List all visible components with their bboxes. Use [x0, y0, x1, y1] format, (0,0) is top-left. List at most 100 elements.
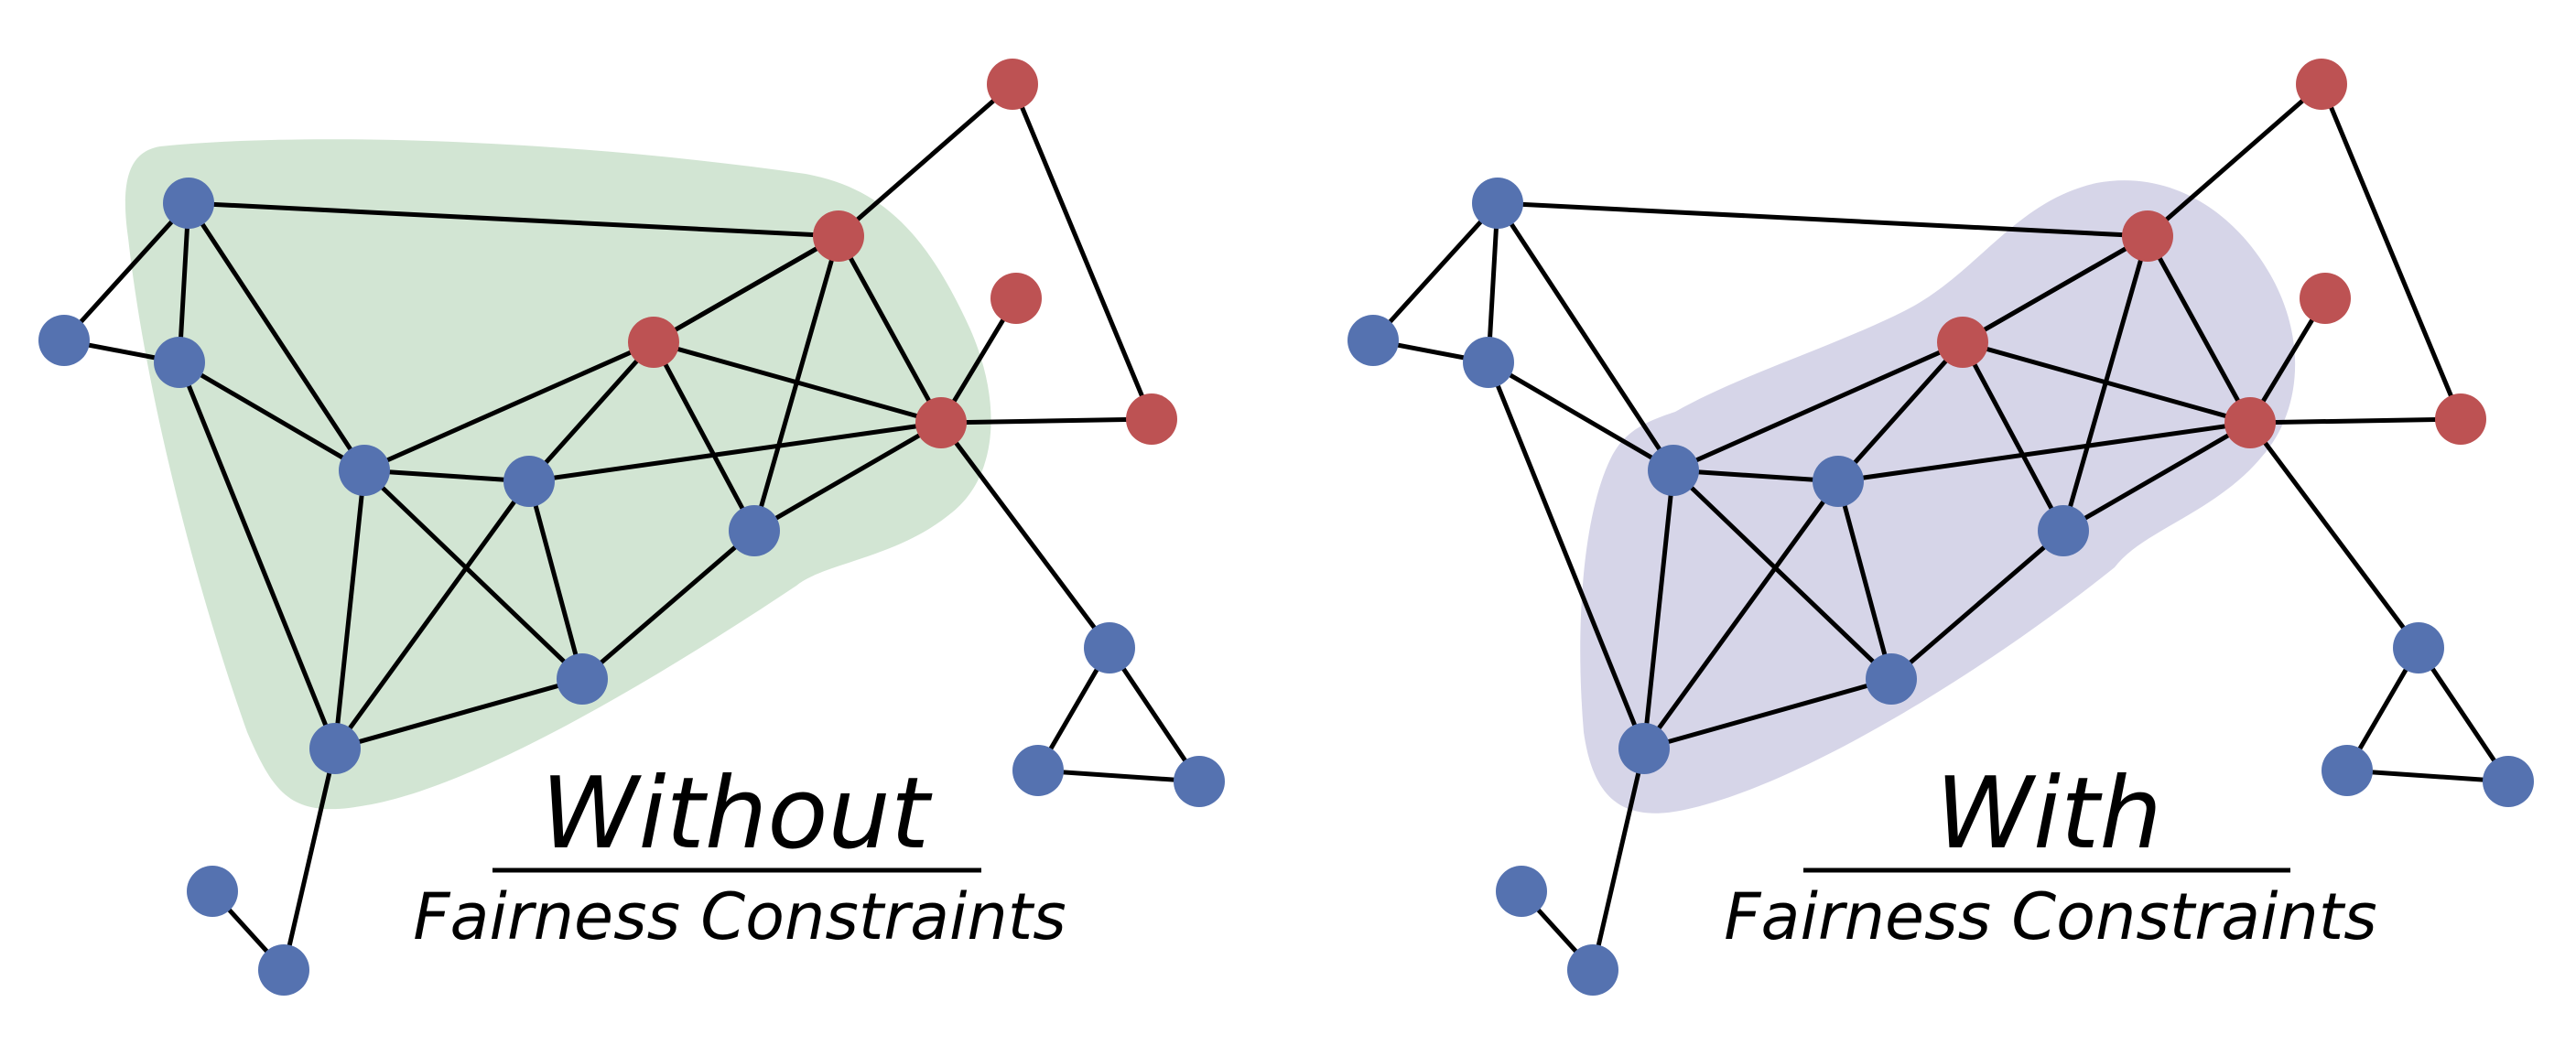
- cluster-region-without: [124, 139, 991, 810]
- graph-edge: [1370, 200, 1500, 343]
- graph-edge: [836, 233, 944, 426]
- graph-node-blue: [729, 505, 780, 556]
- graph-edges-with: [1370, 81, 2511, 973]
- graph-edge: [2416, 645, 2511, 784]
- graph-edge: [177, 200, 191, 365]
- caption-sub-without: Fairness Constraints: [413, 879, 1066, 954]
- graph-node-blue: [2393, 622, 2444, 673]
- graph-edge: [1835, 420, 2253, 484]
- graph-edge: [2344, 768, 2511, 784]
- graph-node-red: [2122, 210, 2173, 262]
- graph-node-blue: [1866, 653, 1917, 705]
- graph-node-blue: [1618, 723, 1670, 774]
- graph-edge: [2145, 81, 2324, 239]
- graph-node-blue: [309, 723, 361, 774]
- graph-nodes-without: [38, 59, 1225, 996]
- graph-node-blue: [2483, 756, 2534, 807]
- graph-node-blue: [38, 315, 90, 366]
- graph-nodes-with: [1348, 59, 2534, 996]
- graph-edge: [2247, 420, 2421, 651]
- graph-node-red: [2435, 393, 2486, 445]
- graph-edge: [526, 339, 656, 484]
- graph-edge: [2061, 420, 2253, 533]
- graph-edge: [362, 468, 532, 484]
- graph-node-red: [2300, 273, 2351, 324]
- graph-node-blue: [503, 456, 555, 507]
- panel-with: With Fairness Constraints: [1348, 59, 2534, 996]
- graph-edge: [1835, 479, 1894, 682]
- graph-edge: [2061, 233, 2150, 533]
- graph-edge: [651, 233, 841, 345]
- graph-node-red: [990, 273, 1042, 324]
- graph-edge: [938, 420, 1112, 651]
- graph-edge: [1835, 339, 1965, 484]
- graph-node-blue: [1012, 745, 1064, 796]
- graph-edge: [1641, 676, 1894, 751]
- graph-edge: [362, 468, 585, 682]
- graph-edge: [526, 420, 944, 484]
- graph-edge: [61, 200, 191, 343]
- graph-edge: [186, 200, 367, 473]
- graph-edge: [1107, 645, 1202, 784]
- graph-edge: [836, 81, 1015, 239]
- graph-edge: [332, 676, 585, 751]
- graph-edges-without: [61, 81, 1202, 973]
- graph-edge: [177, 360, 367, 473]
- graph-node-blue: [2322, 745, 2373, 796]
- graph-node-blue: [1174, 756, 1225, 807]
- graph-edge: [1495, 200, 2150, 239]
- graph-edge: [1486, 200, 1500, 365]
- cluster-region-with: [1580, 180, 2296, 814]
- graph-edge: [2247, 416, 2463, 426]
- panel-without: Without Fairness Constraints: [38, 59, 1225, 996]
- graph-node-blue: [1472, 178, 1523, 229]
- caption-main-without: Without: [541, 757, 933, 871]
- graph-node-blue: [187, 866, 238, 917]
- graph-node-blue: [1813, 456, 1864, 507]
- graph-node-red: [628, 317, 679, 368]
- graph-edge: [938, 416, 1154, 426]
- graph-edge: [1641, 479, 1841, 751]
- graph-edge: [1486, 360, 1647, 751]
- graph-node-blue: [557, 653, 608, 705]
- graph-edge: [2319, 81, 2463, 422]
- graph-edge: [1010, 81, 1154, 422]
- graph-node-red: [987, 59, 1038, 110]
- graph-edge: [177, 360, 338, 751]
- graph-node-red: [1937, 317, 1988, 368]
- graph-edge: [752, 233, 841, 533]
- graph-edge: [651, 339, 757, 533]
- graph-edge: [1671, 339, 1965, 473]
- graph-node-blue: [163, 178, 214, 229]
- graph-node-red: [2224, 397, 2276, 448]
- graph-node-red: [2296, 59, 2347, 110]
- graph-node-blue: [1567, 944, 1618, 996]
- graph-node-red: [813, 210, 864, 262]
- graph-node-blue: [1348, 315, 1399, 366]
- graph-edge: [1495, 200, 1676, 473]
- graph-node-red: [915, 397, 967, 448]
- graph-node-blue: [339, 445, 390, 496]
- graph-node-blue: [1463, 337, 1514, 388]
- graph-node-blue: [154, 337, 205, 388]
- graph-edge: [1641, 468, 1676, 751]
- graph-edge: [332, 479, 532, 751]
- graph-node-blue: [1648, 445, 1699, 496]
- caption-sub-with: Fairness Constraints: [1724, 879, 2376, 954]
- graph-edge: [1960, 233, 2150, 345]
- graph-edge: [1035, 768, 1202, 784]
- graph-edge: [1590, 746, 1647, 973]
- graph-edge: [1486, 360, 1676, 473]
- graph-node-blue: [1084, 622, 1135, 673]
- graph-edge: [526, 479, 585, 682]
- graph-edge: [1960, 339, 2066, 533]
- caption-main-with: With: [1935, 757, 2162, 871]
- graph-node-blue: [2038, 505, 2089, 556]
- graph-edge: [2145, 233, 2253, 426]
- graph-edge: [332, 468, 367, 751]
- graph-node-blue: [258, 944, 309, 996]
- graph-edge: [1889, 528, 2066, 682]
- graph-edge: [579, 528, 757, 682]
- graph-edge: [362, 339, 656, 473]
